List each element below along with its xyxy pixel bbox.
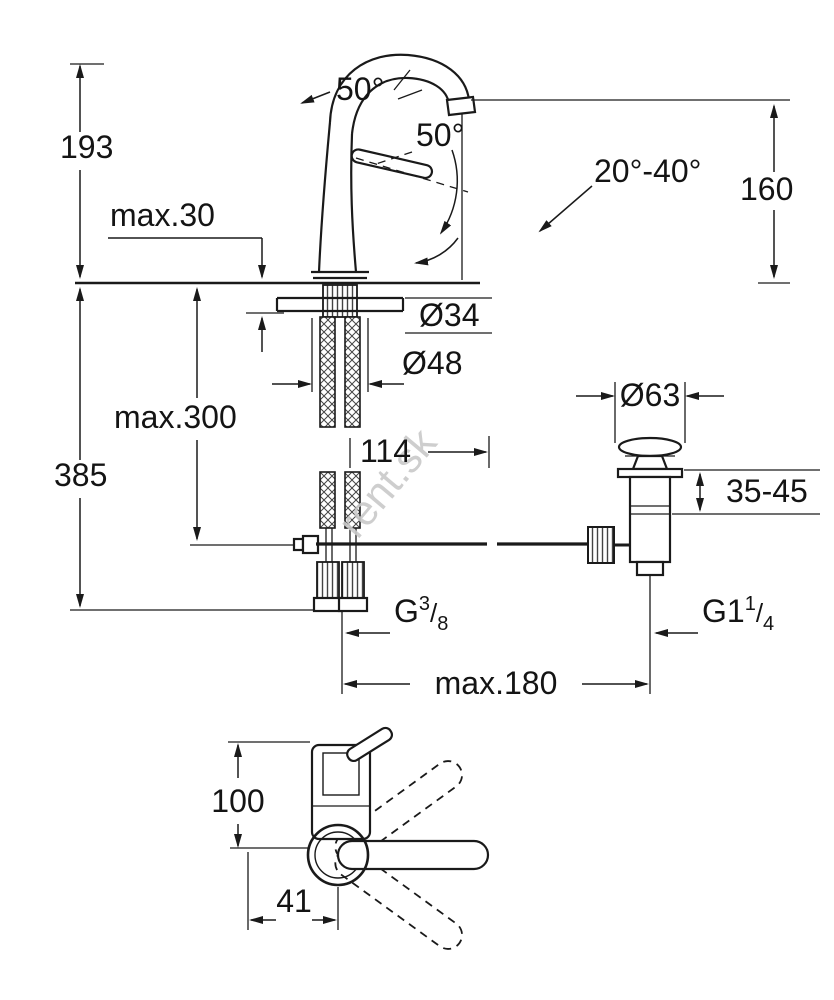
g38-label: G3/8 [394, 593, 448, 635]
faucet-top-view [230, 726, 490, 950]
angle-tick-2 [397, 89, 423, 100]
lever-swing-arc [439, 149, 459, 235]
lever-angle-dashed-leader [369, 151, 413, 167]
callout-spout-angle: 50° [300, 69, 423, 107]
drain-tailpiece [635, 560, 665, 577]
dim-160-label: 160 [740, 171, 793, 207]
max30-label: max.30 [110, 197, 215, 233]
faucet-side-view [311, 53, 477, 280]
hose-left-upper [319, 316, 336, 428]
hose-cap-right [337, 596, 369, 613]
g114-sup: 1 [745, 593, 756, 615]
g114-label: G11/4 [702, 593, 774, 635]
dim-hose-length: max.300 [114, 287, 316, 546]
spout-top-view [336, 839, 490, 871]
dim-offset-41: 41 [247, 852, 339, 930]
spout-angle-leader [300, 91, 331, 104]
body-left-edge [317, 121, 332, 273]
threaded-shank [322, 284, 358, 318]
rod-end-nub [292, 537, 305, 552]
mounting-hardware [275, 284, 405, 318]
g114-slash: / [756, 598, 764, 628]
dim-100-label: 100 [211, 783, 264, 819]
popup-plug-dome [617, 436, 683, 458]
flexible-hoses [312, 316, 369, 613]
g38-sup: 3 [419, 593, 430, 615]
dim-drain-mount-range: 35-45 [672, 469, 820, 515]
spout-aerator [445, 95, 477, 117]
dim-height-160: 160 [471, 99, 793, 284]
rod-knurled-knob [587, 526, 615, 564]
dim-rod-reach: max.180 [341, 576, 651, 701]
base-outer-circle [306, 823, 370, 887]
lever-alt-position-dashed [355, 157, 469, 193]
dim-drain-diameter: Ø63 [576, 377, 724, 443]
swivel-leader [538, 185, 593, 233]
dim-193-label: 193 [60, 129, 113, 165]
o63-label: Ø63 [620, 377, 680, 413]
spout-angle-label: 50° [336, 71, 384, 107]
popup-rod [292, 526, 630, 564]
dim-114-label: 114 [360, 433, 411, 469]
swivel-arc [414, 237, 459, 266]
dim-depth-100: 100 [211, 741, 310, 848]
lever-handle [350, 148, 434, 180]
body-top-view [310, 743, 372, 841]
max180-label: max.180 [435, 665, 558, 701]
body-right-edge [350, 133, 358, 273]
g38-prefix: G [394, 593, 419, 629]
drain-body [628, 475, 672, 564]
body-inner-detail [322, 752, 360, 796]
callout-swivel-range: 20°-40° [414, 153, 701, 266]
dim-385-label: 385 [54, 457, 107, 493]
hose-thread-callout: G3/8 [345, 593, 448, 637]
spout-inner-curve [350, 76, 451, 135]
callout-lever-angle: 50° [369, 117, 464, 235]
dim-height-193: 193 [60, 63, 113, 279]
g114-sub: 4 [763, 613, 774, 635]
hose-fitting-left [316, 561, 340, 599]
drain-thread-callout: G11/4 [654, 593, 774, 637]
dim-height-385: 385 [54, 287, 313, 611]
g38-slash: / [430, 598, 438, 628]
rod-clevis [301, 534, 320, 555]
drain-flange [616, 467, 684, 479]
lever-top-view [346, 726, 394, 763]
o48-label: Ø48 [402, 345, 462, 381]
hose-right-upper [344, 316, 361, 428]
o34-label: Ø34 [419, 297, 479, 333]
plug-stem [631, 454, 669, 471]
dim-deck-thickness: max.30 [108, 197, 284, 352]
dim-shank-diameter: Ø34 [405, 297, 492, 334]
spout-outer-curve [328, 53, 471, 123]
hose-right-lower [344, 471, 361, 529]
drain-assembly [616, 436, 684, 577]
angle-tick-1 [393, 69, 411, 91]
dim-offset-114: 114 [349, 433, 490, 469]
hose-fitting-right [341, 561, 365, 599]
hose-left-lower [319, 471, 336, 529]
swivel-range-label: 20°-40° [594, 153, 701, 189]
g114-prefix: G1 [702, 593, 745, 629]
dim-41-label: 41 [276, 883, 312, 919]
dim-base-diameter: Ø48 [272, 318, 462, 392]
range-label: 35-45 [726, 473, 808, 509]
lever-angle-label: 50° [416, 117, 464, 153]
max300-label: max.300 [114, 399, 237, 435]
g38-sub: 8 [437, 613, 448, 635]
hose-cap-left [312, 596, 344, 613]
